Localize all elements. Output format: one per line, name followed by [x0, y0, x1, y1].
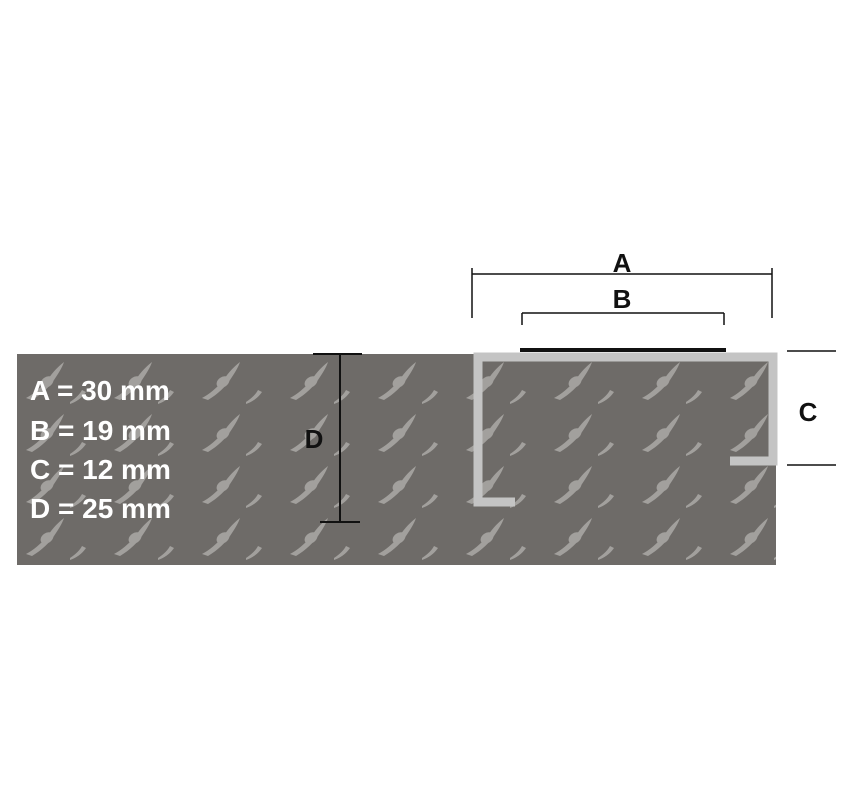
- dimension-d: [313, 353, 362, 523]
- dimension-c-label: C: [799, 397, 818, 427]
- spec-c: C = 12 mm: [30, 454, 171, 485]
- edge-profile: [473, 352, 778, 507]
- checker-plate-texture: [17, 354, 776, 565]
- dimension-b-label: B: [613, 284, 632, 314]
- specifications-list: A = 30 mm B = 19 mm C = 12 mm D = 25 mm: [30, 375, 171, 524]
- dimension-a: [471, 268, 773, 318]
- dimension-b: [521, 312, 725, 325]
- spec-b: B = 19 mm: [30, 415, 171, 446]
- dimension-c: [787, 350, 836, 466]
- dimension-a-label: A: [613, 248, 632, 278]
- spec-a: A = 30 mm: [30, 375, 170, 406]
- dimension-d-label: D: [305, 424, 324, 454]
- spec-d: D = 25 mm: [30, 493, 171, 524]
